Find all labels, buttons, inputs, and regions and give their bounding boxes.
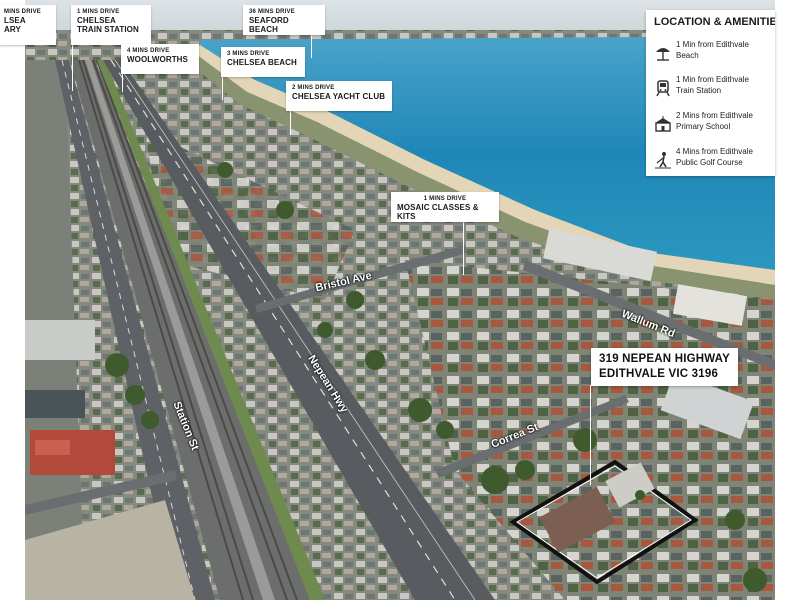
legend-item-golf: 4 Mins from Edithvale Public Golf Course	[652, 147, 774, 175]
callout-woolworths: 4 MINS DRIVE WOOLWORTHS	[121, 44, 199, 74]
legend-item-train: 1 Min from Edithvale Train Station	[652, 75, 774, 103]
school-icon	[655, 116, 671, 132]
beach-umbrella-icon	[656, 48, 670, 61]
amenities-legend: LOCATION & AMENITIES 1 Min from Edithval…	[646, 10, 775, 176]
callout-chelsea-library: MINS DRIVE LSEA ARY	[0, 5, 56, 45]
callout-chelsea-train-station: 1 MINS DRIVE CHELSEA TRAIN STATION	[71, 5, 151, 45]
train-icon	[656, 80, 670, 97]
address-line-1: 319 NEPEAN HIGHWAY	[599, 353, 730, 365]
legend-item-beach: 1 Min from Edithvale Beach	[652, 40, 774, 68]
callout-mosaic-classes: 1 MINS DRIVE MOSAIC CLASSES & KITS	[391, 192, 499, 222]
address-line-2: EDITHVALE VIC 3196	[599, 367, 719, 380]
legend-item-school: 2 Mins from Edithvale Primary School	[652, 111, 774, 139]
callout-seaford-beach: 36 MINS DRIVE SEAFORD BEACH	[243, 5, 325, 35]
property-address-label: 319 NEPEAN HIGHWAY EDITHVALE VIC 3196	[591, 348, 738, 386]
callout-chelsea-yacht-club: 2 MINS DRIVE CHELSEA YACHT CLUB	[286, 81, 392, 111]
legend-title: LOCATION & AMENITIES	[654, 16, 775, 28]
callout-chelsea-beach: 3 MINS DRIVE CHELSEA BEACH	[221, 47, 305, 77]
golfer-icon	[655, 152, 671, 169]
